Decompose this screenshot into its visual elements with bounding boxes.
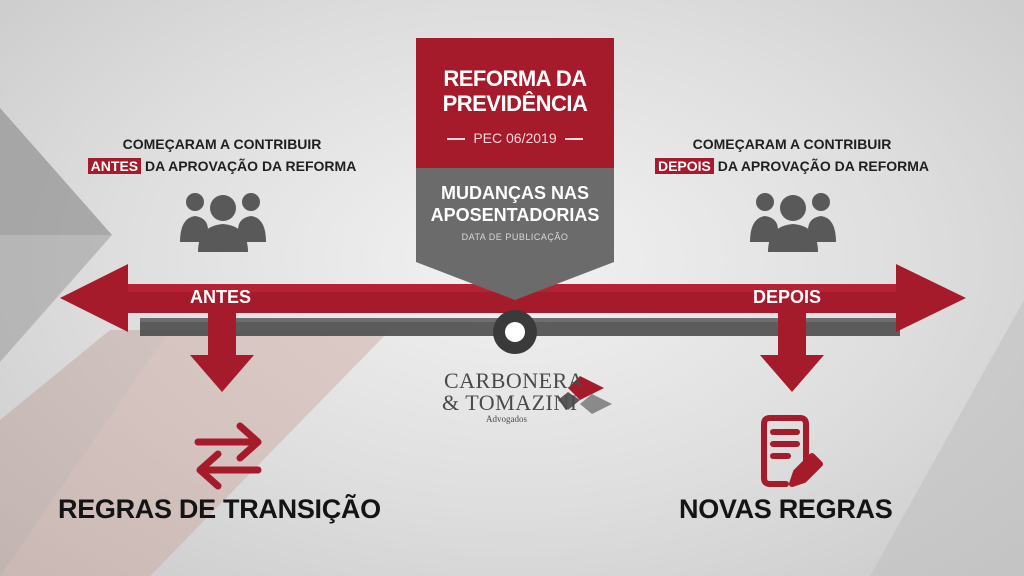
banner-subtitle: MUDANÇAS NAS APOSENTADORIAS xyxy=(416,182,614,226)
down-arrow-left xyxy=(190,313,254,392)
logo-line2: & TOMAZINI xyxy=(442,390,578,415)
right-heading-line1: COMEÇARAM A CONTRIBUIR xyxy=(692,136,892,152)
banner-subtitle-panel: MUDANÇAS NAS APOSENTADORIAS DATA DE PUBL… xyxy=(416,168,614,262)
logo-line3: Advogados xyxy=(486,414,527,424)
bg-band-beige xyxy=(0,330,390,576)
arrow-label-depois: DEPOIS xyxy=(753,287,822,307)
banner-pec: PEC 06/2019 xyxy=(416,130,614,146)
banner-title-line1: REFORMA DA xyxy=(443,66,587,91)
banner-title-panel: REFORMA DA PREVIDÊNCIA PEC 06/2019 xyxy=(416,38,614,168)
right-heading-rest: DA APROVAÇÃO DA REFORMA xyxy=(713,158,930,174)
bg-triangle-left xyxy=(0,108,112,362)
left-heading-rest: DA APROVAÇÃO DA REFORMA xyxy=(141,158,357,174)
bg-band-dark xyxy=(0,330,170,576)
banner-subtitle-line1: MUDANÇAS NAS xyxy=(441,183,589,203)
banner-pointer xyxy=(416,262,614,300)
banner-title: REFORMA DA PREVIDÊNCIA xyxy=(416,66,614,116)
bg-triangle-right xyxy=(870,300,1024,576)
publication-date-label: DATA DE PUBLICAÇÃO xyxy=(461,232,569,242)
left-heading: COMEÇARAM A CONTRIBUIR ANTES DA APROVAÇÃ… xyxy=(62,133,382,177)
banner-subtitle-line2: APOSENTADORIAS xyxy=(430,205,600,225)
transfer-arrows-icon xyxy=(194,422,262,490)
result-novas-regras: NOVAS REGRAS xyxy=(679,494,893,524)
left-heading-line1: COMEÇARAM A CONTRIBUIR xyxy=(122,136,322,152)
logo-line1: CARBONERA xyxy=(444,368,585,393)
down-arrow-right xyxy=(760,313,824,392)
right-heading-highlight: DEPOIS xyxy=(654,158,714,174)
bg-triangle-shade xyxy=(0,108,112,235)
people-group-icon xyxy=(180,193,266,252)
arrow-label-antes: ANTES xyxy=(190,287,252,307)
pec-label: PEC 06/2019 xyxy=(473,130,557,146)
left-heading-highlight: ANTES xyxy=(87,158,142,174)
people-group-icon xyxy=(750,193,836,252)
document-edit-icon xyxy=(761,415,823,487)
logo-mark xyxy=(558,376,612,414)
right-heading: COMEÇARAM A CONTRIBUIR DEPOIS DA APROVAÇ… xyxy=(632,133,952,177)
banner-title-line2: PREVIDÊNCIA xyxy=(442,91,588,116)
result-regras-transicao: REGRAS DE TRANSIÇÃO xyxy=(58,494,381,524)
